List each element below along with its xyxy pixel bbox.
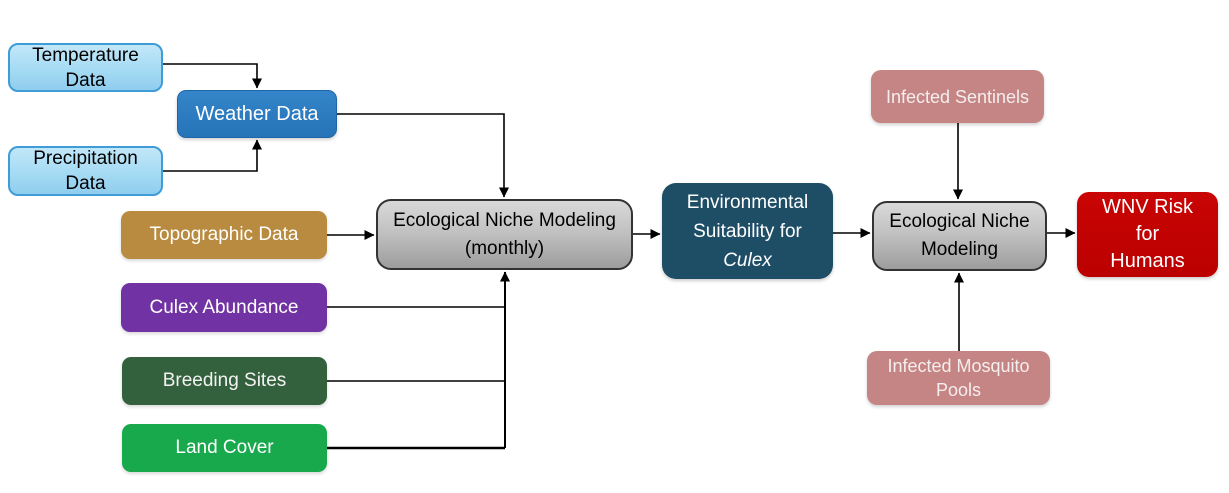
node-label-line: Weather Data	[195, 103, 319, 125]
node-wnv-risk-for-humans: WNV Risk for Humans	[1077, 192, 1218, 277]
node-label-line: Data	[65, 69, 106, 91]
connector-temperature-to-weather	[163, 63, 262, 89]
node-environmental-suitability-for-culex: Environmental Suitability for Culex	[662, 183, 833, 279]
node-ecological-niche-modeling: Ecological Niche Modeling	[872, 201, 1047, 271]
node-label-line: Temperature	[32, 44, 139, 66]
node-label-line: Land Cover	[175, 437, 274, 458]
node-label-line: Infected Mosquito	[887, 356, 1030, 376]
node-breeding-sites: Breeding Sites	[122, 357, 327, 405]
node-label-line: (monthly)	[464, 237, 545, 259]
node-label-line: Ecological Niche	[889, 211, 1030, 232]
node-precipitation-data: Precipitation Data	[8, 146, 163, 196]
node-label-line: Environmental	[686, 191, 809, 213]
node-label-line: Ecological Niche Modeling	[393, 209, 616, 231]
node-label-line: Modeling	[920, 239, 999, 260]
node-label-line: Culex Abundance	[149, 296, 299, 318]
node-label-line: Pools	[935, 380, 982, 400]
node-label-line: WNV Risk	[1101, 196, 1194, 218]
node-label-line: Precipitation	[33, 148, 138, 169]
node-label-line: Humans	[1110, 250, 1185, 272]
node-culex-abundance: Culex Abundance	[121, 283, 327, 332]
node-label-line: Breeding Sites	[162, 370, 287, 391]
node-label-line-italic: Culex	[723, 249, 772, 271]
node-infected-mosquito-pools: Infected Mosquito Pools	[867, 351, 1050, 405]
connector-weather-to-enm-monthly	[337, 113, 509, 198]
node-temperature-data: Temperature Data	[8, 43, 163, 92]
node-topographic-data: Topographic Data	[121, 211, 327, 259]
node-ecological-niche-modeling-monthly: Ecological Niche Modeling (monthly)	[376, 199, 633, 270]
node-label-line: Infected Sentinels	[885, 86, 1030, 107]
node-label-line: for	[1135, 223, 1160, 245]
node-infected-sentinels: Infected Sentinels	[871, 70, 1044, 123]
connector-precipitation-to-weather	[163, 139, 262, 172]
node-label-line: Suitability for	[693, 220, 802, 242]
node-land-cover: Land Cover	[122, 424, 327, 472]
node-weather-data: Weather Data	[177, 90, 337, 138]
node-label-line: Topographic Data	[149, 224, 299, 245]
node-label-line: Data	[65, 173, 106, 194]
